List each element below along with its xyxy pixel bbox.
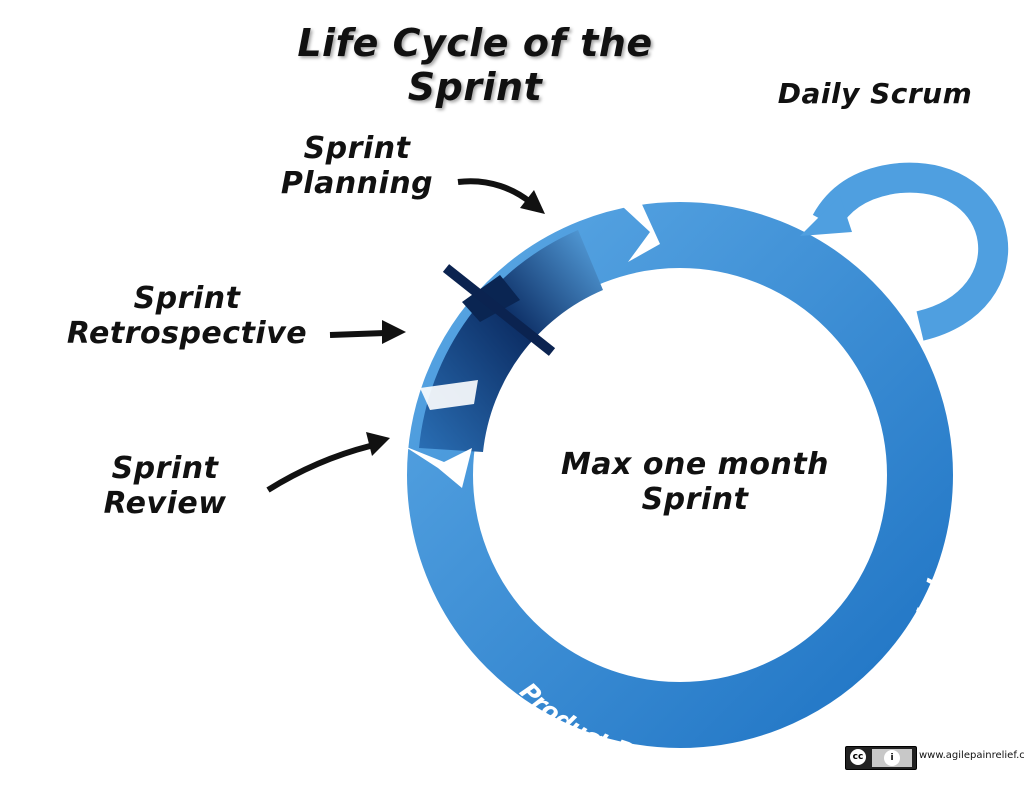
planning-arrow — [457, 178, 532, 205]
daily-scrum-label: Daily Scrum — [777, 77, 973, 110]
daily-scrum-arrowhead — [800, 196, 852, 236]
site-url: www.agilepainrelief.com — [919, 750, 1024, 761]
sprint-retrospective-label: Sprint Retrospective — [66, 281, 308, 351]
cc-badge: cc i — [845, 746, 917, 770]
review-arrowhead — [366, 432, 390, 456]
sprint-duration-label: Max one month Sprint — [560, 447, 830, 517]
notch-review — [404, 446, 472, 488]
retro-arrowhead — [382, 320, 406, 344]
sprint-boundary-cross — [442, 264, 556, 356]
by-strip: i — [872, 749, 912, 767]
planning-arrowhead — [520, 190, 545, 214]
sprint-review-label: Sprint Review — [103, 451, 227, 521]
retro-arrow — [329, 330, 387, 338]
review-arrow — [266, 443, 371, 493]
sprint-planning-label: Sprint Planning — [280, 131, 434, 201]
diagram-title: Life Cycle of the Sprint — [297, 21, 653, 109]
cc-badge-icon: cc — [850, 749, 866, 765]
notch-retro — [420, 380, 478, 410]
notch-planning — [610, 195, 660, 262]
daily-scrum-loop — [812, 162, 1009, 341]
sprint-ring — [407, 202, 953, 748]
license-badge: cc i www.agilepainrelief.com — [845, 746, 1024, 770]
by-person-icon: i — [884, 750, 900, 766]
